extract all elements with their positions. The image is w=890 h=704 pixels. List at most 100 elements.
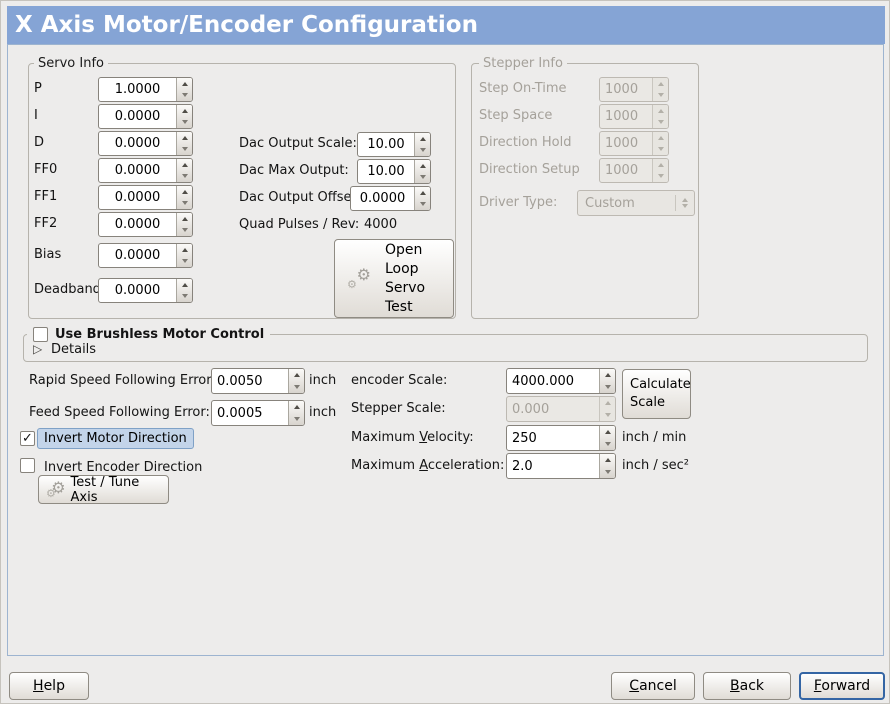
spin-down-icon[interactable] xyxy=(177,144,192,156)
open-loop-servo-test-button[interactable]: ⚙ ⚙ Open Loop Servo Test xyxy=(334,239,454,318)
spin-down-icon[interactable] xyxy=(600,381,615,393)
spin-down-icon[interactable] xyxy=(177,291,192,303)
servo-p-label: P xyxy=(34,81,42,96)
spin-down-icon[interactable] xyxy=(177,90,192,102)
servo-bias-spinbox[interactable]: 0.0000 xyxy=(98,243,193,268)
spin-down-icon[interactable] xyxy=(415,199,430,211)
stepper-info-frame xyxy=(471,63,699,319)
cancel-button[interactable]: Cancel xyxy=(611,672,695,700)
step-space-spinbox: 1000 xyxy=(599,104,669,129)
combo-arrows-icon xyxy=(676,198,694,208)
stepper-scale-spinbox: 0.000 xyxy=(506,396,616,422)
spin-down-icon[interactable] xyxy=(289,381,304,393)
cancel-button-label: Cancel xyxy=(629,678,677,694)
check-icon: ✓ xyxy=(22,430,33,446)
encoder-scale-spinbox[interactable]: 4000.000 xyxy=(506,368,616,394)
spin-down-icon[interactable] xyxy=(177,225,192,237)
servo-ff0-label: FF0 xyxy=(34,162,58,177)
spin-down-icon[interactable] xyxy=(600,438,615,450)
spin-up-icon[interactable] xyxy=(415,133,430,145)
spin-down-icon[interactable] xyxy=(289,413,304,425)
dac-output-offset-label: Dac Output Offset: xyxy=(239,190,361,205)
back-button[interactable]: Back xyxy=(703,672,791,700)
spin-down-icon[interactable] xyxy=(415,172,430,184)
spin-up-icon[interactable] xyxy=(177,78,192,90)
servo-d-spinbox[interactable]: 0.0000 xyxy=(98,131,193,156)
feed-following-error-label: Feed Speed Following Error: xyxy=(29,405,210,420)
spin-up-icon[interactable] xyxy=(177,132,192,144)
servo-p-spinbox[interactable]: 1.0000 xyxy=(98,77,193,102)
servo-ff0-spinbox[interactable]: 0.0000 xyxy=(98,158,193,183)
dac-max-output-label: Dac Max Output: xyxy=(239,163,349,178)
spin-up-icon[interactable] xyxy=(600,426,615,438)
servo-i-spinbox[interactable]: 0.0000 xyxy=(98,104,193,129)
gears-icon: ⚙ ⚙ xyxy=(347,264,371,291)
open-loop-button-label: Open Loop Servo Test xyxy=(385,241,426,315)
invert-motor-label[interactable]: Invert Motor Direction xyxy=(37,428,194,449)
spin-up-icon[interactable] xyxy=(415,160,430,172)
invert-motor-checkbox[interactable]: ✓ xyxy=(20,431,35,446)
dac-max-output-spinbox[interactable]: 10.00 xyxy=(357,159,431,184)
maximum-velocity-spinbox[interactable]: 250 xyxy=(506,425,616,451)
brushless-checkbox-label[interactable]: Use Brushless Motor Control xyxy=(55,326,265,342)
spin-down-icon[interactable] xyxy=(600,466,615,478)
spin-up-icon[interactable] xyxy=(177,279,192,291)
brushless-checkbox[interactable] xyxy=(33,326,48,342)
spin-down-icon[interactable] xyxy=(415,145,430,157)
servo-ff2-spinbox[interactable]: 0.0000 xyxy=(98,212,193,237)
details-expander-label[interactable]: Details xyxy=(51,342,97,357)
spin-up-icon[interactable] xyxy=(600,454,615,466)
maximum-acceleration-spinbox[interactable]: 2.0 xyxy=(506,453,616,479)
spin-down-icon[interactable] xyxy=(177,198,192,210)
spin-up-icon[interactable] xyxy=(177,105,192,117)
spin-down-icon[interactable] xyxy=(177,117,192,129)
rapid-following-error-spinbox[interactable]: 0.0050 xyxy=(211,368,305,394)
spin-down-icon xyxy=(600,409,615,421)
gears-icon: ⚙ ⚙ xyxy=(46,477,66,500)
spin-up-icon xyxy=(600,397,615,409)
invert-encoder-label[interactable]: Invert Encoder Direction xyxy=(44,460,203,475)
forward-button[interactable]: Forward xyxy=(799,672,885,700)
brushless-checkbox-row[interactable]: Use Brushless Motor Control xyxy=(27,325,271,343)
servo-info-legend: Servo Info xyxy=(34,56,108,71)
help-button[interactable]: Help xyxy=(9,672,89,700)
direction-setup-spinbox: 1000 xyxy=(599,158,669,183)
spin-up-icon[interactable] xyxy=(415,187,430,199)
spin-up-icon[interactable] xyxy=(600,369,615,381)
feed-following-error-unit: inch xyxy=(309,405,337,420)
forward-button-label: Forward xyxy=(813,678,871,694)
step-on-time-spinbox: 1000 xyxy=(599,77,669,102)
spin-up-icon[interactable] xyxy=(177,244,192,256)
maximum-acceleration-label: Maximum Acceleration: xyxy=(351,458,505,473)
spin-down-icon[interactable] xyxy=(177,256,192,268)
rapid-following-error-unit: inch xyxy=(309,373,337,388)
servo-deadband-label: Deadband xyxy=(34,282,101,297)
calculate-scale-button[interactable]: Calculate Scale xyxy=(622,369,691,419)
quad-pulses-label: Quad Pulses / Rev: xyxy=(239,217,360,232)
dac-output-offset-spinbox[interactable]: 0.0000 xyxy=(350,186,431,211)
feed-following-error-spinbox[interactable]: 0.0005 xyxy=(211,400,305,426)
servo-info-frame xyxy=(28,63,456,319)
page-title: X Axis Motor/Encoder Configuration xyxy=(7,6,885,44)
servo-deadband-spinbox[interactable]: 0.0000 xyxy=(98,278,193,303)
spin-up-icon[interactable] xyxy=(177,213,192,225)
servo-ff2-label: FF2 xyxy=(34,216,58,231)
spin-down-icon[interactable] xyxy=(177,171,192,183)
spin-down-icon xyxy=(653,90,668,102)
spin-down-icon xyxy=(653,117,668,129)
servo-d-label: D xyxy=(34,135,45,150)
quad-pulses-value: 4000 xyxy=(364,217,398,232)
invert-encoder-checkbox[interactable] xyxy=(20,458,35,473)
spin-up-icon[interactable] xyxy=(289,401,304,413)
test-tune-axis-label: Test / Tune Axis xyxy=(70,474,140,505)
spin-up-icon xyxy=(653,105,668,117)
dac-output-scale-spinbox[interactable]: 10.00 xyxy=(357,132,431,157)
expander-icon[interactable]: ▷ xyxy=(33,342,43,356)
servo-bias-label: Bias xyxy=(34,247,62,262)
test-tune-axis-button[interactable]: ⚙ ⚙ Test / Tune Axis xyxy=(38,474,169,505)
spin-up-icon[interactable] xyxy=(289,369,304,381)
spin-up-icon[interactable] xyxy=(177,186,192,198)
servo-ff1-spinbox[interactable]: 0.0000 xyxy=(98,185,193,210)
spin-up-icon[interactable] xyxy=(177,159,192,171)
spin-up-icon xyxy=(653,159,668,171)
